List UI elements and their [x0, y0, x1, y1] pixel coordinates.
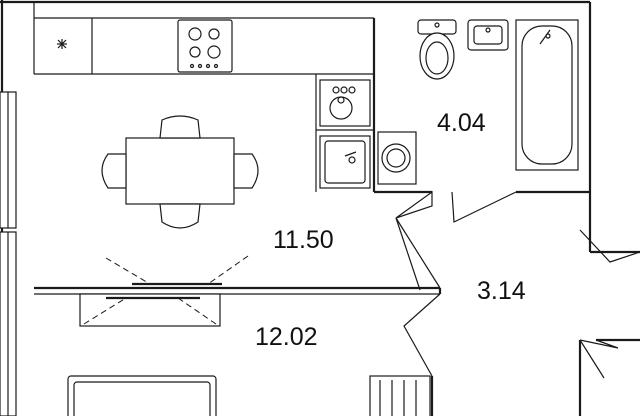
bathroom-fixtures — [417, 19, 579, 171]
toilet-icon — [417, 19, 457, 80]
door-leaf — [579, 339, 619, 349]
sink-icon — [467, 19, 509, 51]
bathroom-door-2[interactable] — [451, 191, 517, 223]
bathroom-door[interactable] — [395, 190, 433, 219]
doors — [395, 190, 640, 379]
room-area-bedroom: 12.02 — [255, 323, 318, 351]
dining-table-icon — [101, 115, 259, 229]
hallway-closet — [369, 375, 431, 416]
room-area-bathroom: 4.04 — [437, 109, 486, 137]
kitchen-counter — [33, 2, 374, 75]
snowflake-icon — [57, 39, 67, 49]
room-area-hallway: 3.14 — [477, 277, 526, 305]
door-leaf — [395, 217, 421, 291]
outer-walls — [0, 0, 592, 416]
tv-view-lines-lower — [83, 297, 217, 325]
entrance-door[interactable] — [579, 229, 640, 263]
cooktop-icon — [177, 19, 233, 73]
kitchen-sink-icon — [319, 135, 371, 189]
chair-icon — [159, 115, 201, 139]
kitchen-utility — [319, 79, 417, 189]
boiler-icon — [319, 79, 371, 127]
tv-icon — [79, 255, 249, 327]
bed-icon — [67, 375, 217, 416]
tv-stand — [79, 293, 221, 327]
door-leaf — [579, 339, 605, 379]
tv-view-lines-upper — [105, 255, 249, 285]
chair-icon — [159, 203, 201, 229]
bedroom-door[interactable] — [403, 293, 441, 377]
door-leaf — [395, 217, 441, 289]
chair-icon — [233, 153, 259, 189]
room-area-kitchen-living: 11.50 — [273, 226, 334, 254]
bathtub-icon — [515, 19, 579, 171]
chair-icon — [101, 153, 127, 189]
washing-machine-icon — [377, 131, 417, 185]
